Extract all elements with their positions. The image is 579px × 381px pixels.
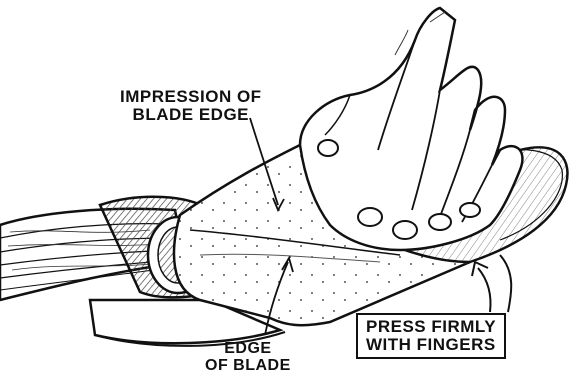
label-edge-of-blade: EDGE OF BLADE bbox=[205, 340, 291, 374]
label-edge-line-2: OF BLADE bbox=[205, 357, 291, 374]
label-impression-of-blade-edge: IMPRESSION OF BLADE EDGE bbox=[120, 88, 262, 124]
label-impression-line-2: BLADE EDGE bbox=[120, 106, 262, 124]
label-edge-line-1: EDGE bbox=[205, 340, 291, 357]
label-press-line-1: PRESS FIRMLY bbox=[366, 318, 496, 336]
label-press-firmly-callout: PRESS FIRMLY WITH FINGERS bbox=[356, 313, 506, 359]
hand bbox=[300, 8, 522, 250]
label-press-line-2: WITH FINGERS bbox=[366, 336, 496, 354]
label-impression-line-1: IMPRESSION OF bbox=[120, 88, 262, 106]
